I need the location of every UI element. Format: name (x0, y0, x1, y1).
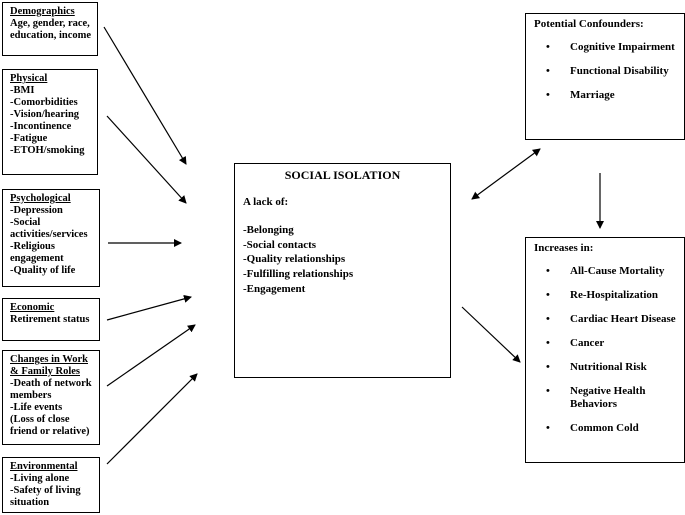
confounders-box: Potential Confounders: Cognitive Impairm… (525, 13, 685, 140)
work-family-box: Changes in Work & Family Roles -Death of… (2, 350, 100, 445)
psychological-line: -Depression (10, 205, 63, 216)
environmental-line: situation (10, 497, 50, 508)
arrow-demographics (103, 26, 187, 165)
confounder-item: Marriage (534, 89, 676, 102)
work-family-line: members (10, 390, 52, 401)
confounder-item: Cognitive Impairment (534, 41, 676, 54)
work-family-line: -Death of network (10, 378, 92, 389)
confounders-title: Potential Confounders: (534, 18, 644, 30)
psychological-line: -Social (10, 217, 41, 228)
arrow-physical (106, 115, 187, 204)
work-family-title: Changes in Work (10, 354, 88, 365)
social-isolation-item: -Engagement (243, 282, 306, 295)
outcome-item: Cardiac Heart Disease (534, 313, 676, 326)
physical-line: -ETOH/smoking (10, 145, 85, 156)
physical-line: -Comorbidities (10, 97, 78, 108)
psychological-box: Psychological -Depression -Social activi… (2, 189, 100, 287)
demographics-line: Age, gender, race, (10, 18, 90, 29)
outcome-item: Common Cold (534, 422, 676, 435)
environmental-line: -Safety of living (10, 485, 81, 496)
arrow-work-family (106, 324, 196, 387)
increases-title: Increases in: (534, 242, 594, 254)
social-isolation-item: -Fulfilling relationships (243, 267, 354, 280)
arrow-environmental (106, 373, 198, 465)
psychological-line: engagement (10, 253, 64, 264)
social-isolation-box: SOCIAL ISOLATION A lack of: -Belonging -… (234, 163, 451, 378)
work-family-line: friend or relative) (10, 426, 90, 437)
social-isolation-item: -Quality relationships (243, 253, 346, 266)
economic-line: Retirement status (10, 314, 90, 325)
physical-line: -BMI (10, 85, 35, 96)
psychological-title: Psychological (10, 193, 71, 204)
environmental-box: Environmental -Living alone -Safety of l… (2, 457, 100, 513)
outcome-item: All-Cause Mortality (534, 265, 676, 278)
physical-box: Physical -BMI -Comorbidities -Vision/hea… (2, 69, 98, 175)
social-isolation-item: -Belonging (243, 224, 294, 237)
demographics-box: Demographics Age, gender, race, educatio… (2, 2, 98, 56)
arrow-isolation-confounders (471, 148, 541, 200)
economic-box: Economic Retirement status (2, 298, 100, 341)
psychological-line: activities/services (10, 229, 88, 240)
physical-line: -Vision/hearing (10, 109, 80, 120)
environmental-title: Environmental (10, 461, 78, 472)
physical-title: Physical (10, 73, 48, 84)
outcome-item: Cancer (534, 337, 676, 350)
arrow-isolation-increases (461, 306, 521, 363)
economic-title: Economic (10, 302, 55, 313)
work-family-line: -Life events (10, 402, 63, 413)
social-isolation-item: -Social contacts (243, 238, 317, 251)
social-isolation-subtitle: A lack of: (243, 195, 289, 208)
psychological-line: -Religious (10, 241, 55, 252)
demographics-title: Demographics (10, 6, 75, 17)
work-family-line: (Loss of close (10, 414, 70, 425)
work-family-title-2: & Family Roles (10, 366, 80, 377)
social-isolation-title: SOCIAL ISOLATION (284, 168, 401, 182)
psychological-line: -Quality of life (10, 265, 76, 276)
physical-line: -Incontinence (10, 121, 72, 132)
arrow-economic (106, 294, 192, 321)
demographics-line: education, income (10, 30, 92, 41)
outcome-item: Re-Hospitalization (534, 289, 676, 302)
outcome-item: Negative Health Behaviors (534, 385, 676, 411)
confounder-item: Functional Disability (534, 65, 676, 78)
physical-line: -Fatigue (10, 133, 48, 144)
outcome-item: Nutritional Risk (534, 361, 676, 374)
increases-box: Increases in: All-Cause Mortality Re-Hos… (525, 237, 685, 463)
environmental-line: -Living alone (10, 473, 70, 484)
